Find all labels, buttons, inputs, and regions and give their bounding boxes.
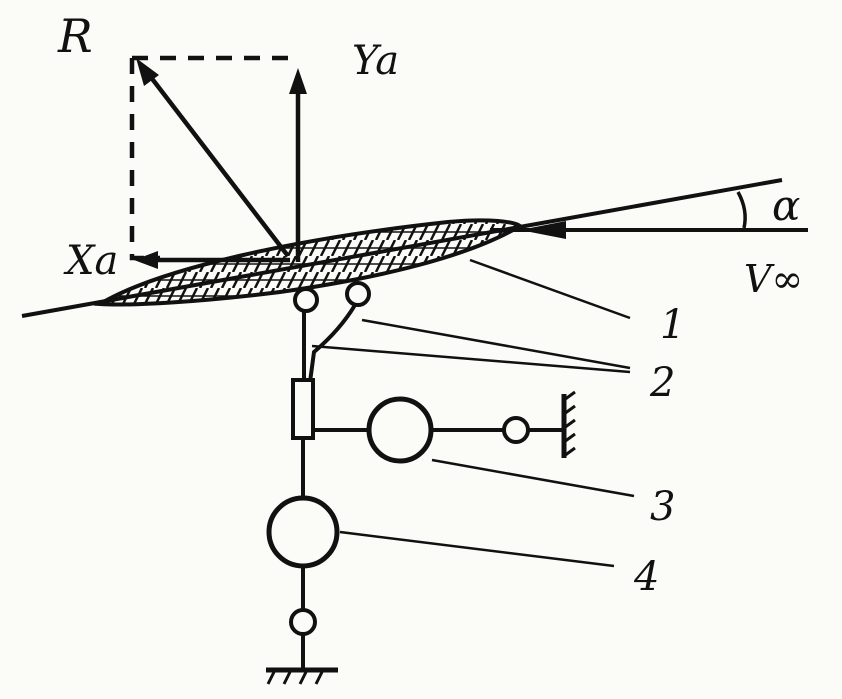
angle-arc: [736, 191, 747, 229]
callout-1: 1: [660, 302, 685, 348]
label-drag: Xa: [63, 238, 118, 284]
label-angle: α: [772, 181, 800, 230]
velocity-arrowhead: [520, 221, 566, 239]
slider-block: [291, 378, 315, 440]
ground-hatch: [266, 671, 324, 685]
front-hinge: [293, 287, 319, 313]
resultant-vector: [148, 74, 290, 258]
leader-4: [339, 530, 615, 568]
leader-2a: [361, 318, 631, 370]
label-resultant: R: [57, 9, 93, 63]
lower-pin: [289, 608, 317, 636]
side-wall-hatch: [563, 390, 576, 458]
airfoil: [93, 218, 524, 307]
callout-2: 2: [649, 360, 675, 406]
leader-3: [431, 458, 635, 498]
label-lift: Ya: [352, 38, 399, 84]
drag-arrowhead: [134, 251, 158, 269]
callout-4: 4: [633, 554, 659, 600]
resultant-arrowhead: [136, 58, 159, 86]
lift-balance-element: [266, 495, 340, 569]
leader-2b: [311, 344, 631, 374]
drag-balance-element: [366, 396, 434, 464]
callout-3: 3: [650, 484, 675, 530]
force-parallelogram: [129, 55, 298, 261]
leader-1: [469, 258, 631, 320]
drag-link-pin: [502, 416, 530, 444]
lift-arrowhead: [289, 68, 307, 94]
label-velocity: V∞: [744, 257, 803, 301]
rear-rod: [308, 303, 357, 383]
rear-hinge: [345, 281, 371, 307]
